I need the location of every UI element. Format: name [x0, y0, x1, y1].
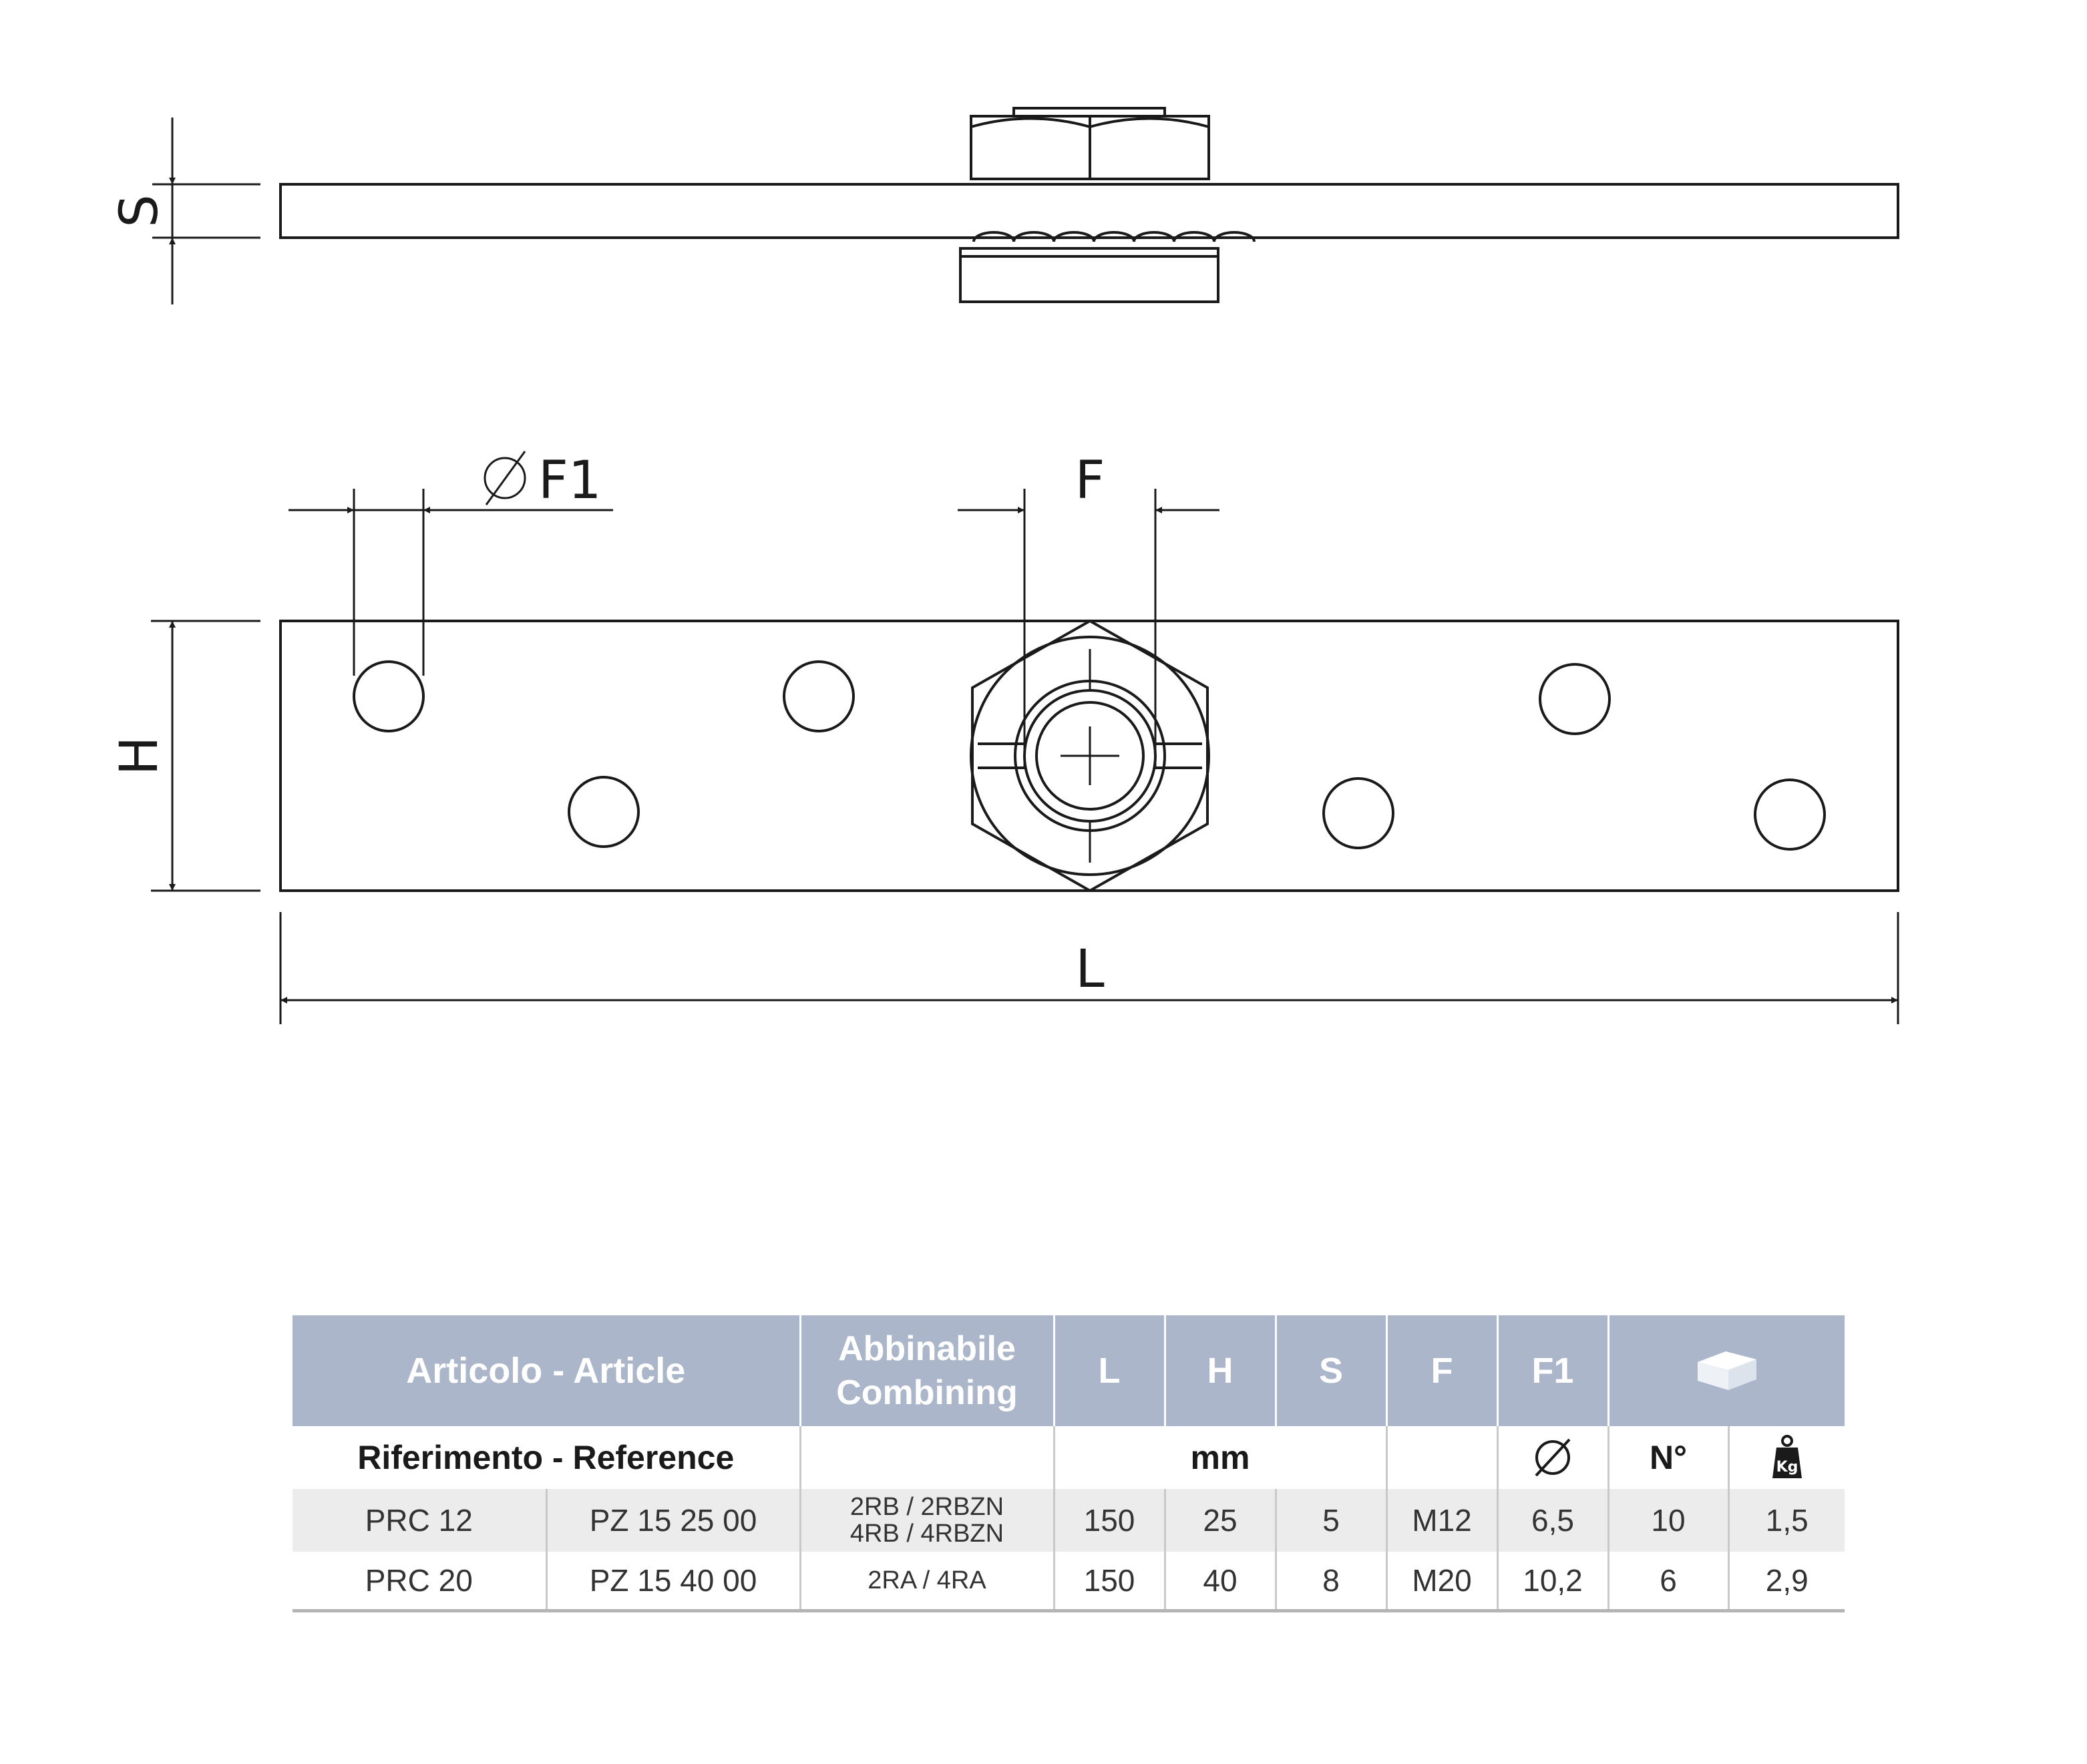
hole [1539, 663, 1611, 735]
cell-n: 10 [1607, 1489, 1728, 1552]
table-row: PRC 12 PZ 15 25 00 2RB / 2RBZN 4RB / 4RB… [293, 1489, 1845, 1552]
header-combining-line2: Combining [836, 1373, 1018, 1412]
plate-side [279, 183, 1899, 239]
cell-combining: 2RA / 4RA [799, 1552, 1054, 1612]
cell-combining-line: 2RB / 2RBZN [849, 1493, 1004, 1521]
cell-kg: 2,9 [1727, 1552, 1845, 1612]
dimension-l [279, 912, 1899, 1024]
header-f: F [1385, 1315, 1497, 1426]
dimension-f [958, 489, 1219, 768]
cell-code: PZ 15 25 00 [545, 1489, 800, 1552]
cell-combining-line: 2RA / 4RA [868, 1566, 986, 1594]
cell-f1: 10,2 [1496, 1552, 1608, 1612]
front-view [279, 619, 1899, 893]
cell-l: 150 [1053, 1489, 1165, 1552]
header-package [1607, 1315, 1845, 1426]
hex-nut-front [970, 619, 1210, 893]
cell-s: 8 [1274, 1552, 1386, 1612]
cell-f: M20 [1385, 1552, 1497, 1612]
cell-kg: 1,5 [1727, 1489, 1845, 1552]
cell-combining-line: 4RB / 4RBZN [849, 1520, 1004, 1548]
table-subheader-row: Riferimento - Reference mm N° Kg [293, 1426, 1845, 1489]
label-s: S [110, 194, 170, 228]
washer-side [959, 231, 1256, 303]
subheader-empty-f [1385, 1426, 1497, 1489]
subheader-count: N° [1607, 1426, 1728, 1489]
header-s: S [1274, 1315, 1386, 1426]
hole [783, 660, 855, 732]
cell-combining: 2RB / 2RBZN 4RB / 4RBZN [799, 1489, 1054, 1552]
dimension-s [152, 118, 260, 304]
header-h: H [1163, 1315, 1276, 1426]
cell-f1: 6,5 [1496, 1489, 1608, 1552]
header-l: L [1053, 1315, 1165, 1426]
spec-table: Articolo - Article Abbinabile Combining … [293, 1315, 1845, 1612]
diameter-icon [1535, 1438, 1571, 1477]
table-row: PRC 20 PZ 15 40 00 2RA / 4RA 150 40 8 M2… [293, 1552, 1845, 1612]
nut-side [970, 107, 1210, 180]
hole [568, 776, 640, 848]
cell-s: 5 [1274, 1489, 1386, 1552]
cell-f: M12 [1385, 1489, 1497, 1552]
subheader-empty [799, 1426, 1054, 1489]
label-f: F [1075, 451, 1105, 511]
dimension-f1 [289, 451, 613, 676]
subheader-weight: Kg [1727, 1426, 1845, 1489]
subheader-reference: Riferimento - Reference [357, 1439, 735, 1476]
cell-h: 40 [1163, 1552, 1276, 1612]
subheader-diameter [1496, 1426, 1608, 1489]
header-combining: Abbinabile Combining [799, 1315, 1054, 1426]
header-combining-line1: Abbinabile [838, 1329, 1016, 1368]
cell-h: 25 [1163, 1489, 1276, 1552]
label-h: H [110, 736, 170, 776]
hole [1322, 777, 1394, 849]
cell-l: 150 [1053, 1552, 1165, 1612]
box-icon [1697, 1351, 1756, 1390]
header-f1: F1 [1496, 1315, 1608, 1426]
label-f1: F1 [538, 451, 602, 511]
weight-icon-text: Kg [1776, 1459, 1798, 1476]
hole [1754, 779, 1826, 851]
table-header-row: Articolo - Article Abbinabile Combining … [293, 1315, 1845, 1426]
technical-drawing: S [110, 107, 1899, 1024]
weight-kg-icon: Kg [1772, 1435, 1802, 1478]
side-view [279, 107, 1899, 303]
header-article: Articolo - Article [293, 1315, 800, 1426]
label-l: L [1075, 939, 1105, 1000]
cell-n: 6 [1607, 1552, 1728, 1612]
cell-name: PRC 20 [293, 1552, 546, 1612]
cell-code: PZ 15 40 00 [545, 1552, 800, 1612]
hole [353, 660, 425, 732]
dimension-h [151, 620, 260, 892]
diameter-symbol [484, 457, 526, 499]
subheader-unit: mm [1053, 1426, 1386, 1489]
cell-name: PRC 12 [293, 1489, 546, 1552]
